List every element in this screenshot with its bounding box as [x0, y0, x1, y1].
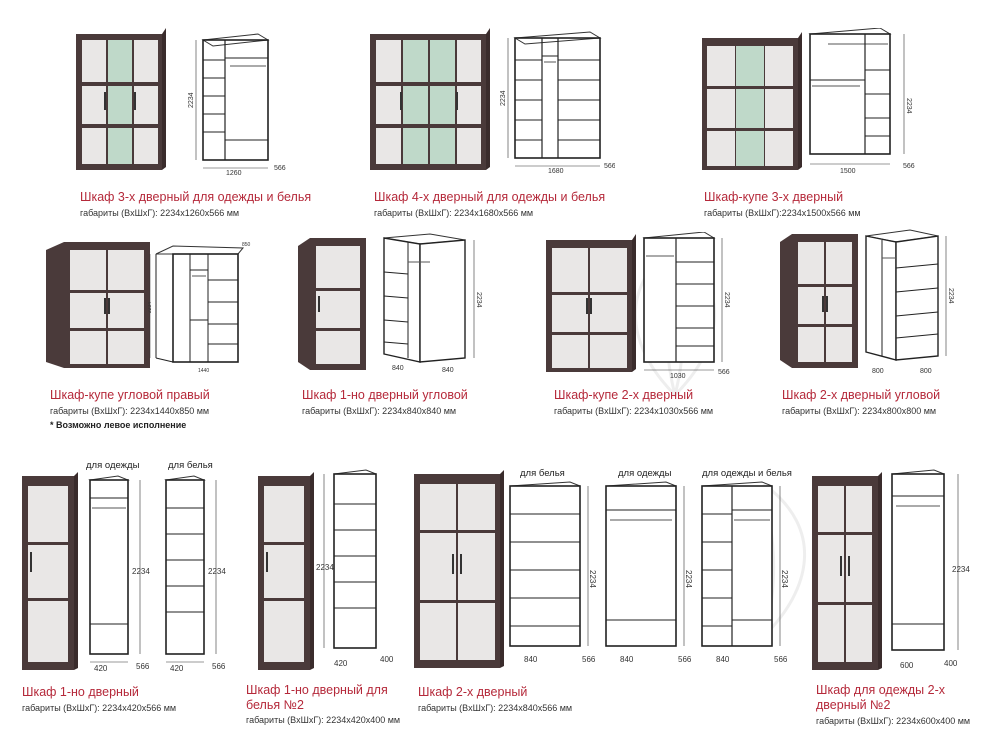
depth-label: 800 — [920, 368, 932, 375]
wardrobe-drawing: 2234 1260 566 — [188, 33, 286, 175]
width-label: 420 — [94, 664, 108, 673]
depth-label: 566 — [678, 655, 692, 664]
column-caption-linen: для белья — [520, 468, 565, 479]
wardrobe-drawing: 2234 1500 566 — [808, 28, 915, 175]
wardrobe-drawing: 2234 1440 850 — [148, 242, 251, 374]
wardrobe-photo — [812, 472, 882, 670]
item-title[interactable]: Шкаф 1-но дверный для белья №2 — [246, 683, 388, 712]
item-dimensions: габариты (ВхШхГ): 2234х840х566 мм — [418, 703, 573, 713]
wardrobe-photo — [702, 32, 802, 170]
height-label: 2234 — [188, 92, 195, 108]
column-caption-clothes: для одежды — [86, 460, 140, 471]
width-label: 1030 — [670, 373, 686, 380]
width-label: 1260 — [226, 170, 242, 175]
wardrobe-drawing: 2234 840 566 — [701, 481, 789, 664]
width-label: 1440 — [198, 368, 209, 374]
width-label: 1680 — [548, 168, 564, 175]
height-label: 2234 — [905, 98, 912, 114]
wardrobe-photo — [46, 242, 150, 368]
wardrobe-drawing: 2234 840 566 — [605, 481, 693, 664]
height-label: 2234 — [723, 292, 730, 308]
wardrobe-drawing: 2234 840 840 — [383, 233, 482, 374]
depth-label: 840 — [442, 367, 454, 374]
depth-label: 566 — [582, 655, 596, 664]
wardrobe-photo — [780, 234, 858, 368]
item-dimensions: габариты (ВхШхГ): 2234х600х400 мм — [816, 716, 971, 726]
height-label: 2234 — [500, 90, 507, 106]
wardrobe-drawing: 2234 420 566 — [164, 475, 226, 673]
depth-label: 400 — [944, 659, 958, 668]
width-label: 840 — [524, 655, 538, 664]
item-dimensions: габариты (ВхШхГ): 2234х1680х566 мм — [374, 208, 534, 218]
depth-label: 566 — [903, 163, 915, 170]
wardrobe-drawing: 2234 840 566 — [509, 481, 597, 664]
wardrobe-photo — [22, 472, 78, 670]
width-label: 1500 — [840, 168, 856, 175]
item-dimensions: габариты (ВхШхГ): 2234х420х566 мм — [22, 703, 177, 713]
column-caption-clothes: для одежды — [618, 468, 672, 479]
depth-label: 566 — [604, 163, 615, 170]
column-caption-clothes-and-linen: для одежды и белья — [702, 468, 792, 479]
wardrobe-drawing: 2234 800 800 — [865, 229, 954, 375]
wardrobe-photo — [298, 238, 366, 370]
mirror-option-note: * Возможно левое исполнение — [50, 420, 187, 430]
item-title[interactable]: Шкаф 2-х дверный — [418, 685, 528, 699]
depth-label: 566 — [718, 369, 730, 376]
column-caption-linen: для белья — [168, 460, 213, 471]
wardrobe-drawing: 2234 420 566 — [88, 475, 150, 673]
width-label: 840 — [620, 655, 634, 664]
item-dimensions: габариты (ВхШхГ): 2234х1030х566 мм — [554, 406, 714, 416]
width-label: 420 — [170, 664, 184, 673]
item-title[interactable]: Шкаф 1-но дверный угловой — [302, 388, 468, 402]
width-label: 840 — [392, 365, 404, 372]
item-title[interactable]: Шкаф-купе угловой правый — [50, 388, 210, 402]
item-title[interactable]: Шкаф для одежды 2-х дверный №2 — [816, 683, 945, 712]
height-label: 2234 — [588, 570, 597, 588]
item-title[interactable]: Шкаф 3-х дверный для одежды и белья — [80, 190, 312, 204]
item-title[interactable]: Шкаф 1-но дверный — [22, 685, 139, 699]
item-dimensions: габариты (ВхШхГ): 2234х420х400 мм — [246, 715, 401, 725]
wardrobe-photo — [76, 28, 166, 170]
wardrobe-drawing: 2234 1680 566 — [500, 31, 615, 175]
height-label: 2234 — [132, 567, 150, 576]
wardrobe-drawing: 2234 600 400 — [891, 469, 970, 670]
item-dimensions: габариты (ВхШхГ): 2234х1260х566 мм — [80, 208, 240, 218]
width-label: 840 — [716, 655, 730, 664]
item-dimensions: габариты (ВхШхГ): 2234х1440х850 мм — [50, 406, 210, 416]
height-label: 2234 — [148, 302, 153, 313]
depth-label: 566 — [136, 662, 150, 671]
height-label: 2234 — [208, 567, 226, 576]
item-dimensions: габариты (ВхШхГ): 2234х840х840 мм — [302, 406, 457, 416]
height-label: 2234 — [684, 570, 693, 588]
height-label: 2234 — [780, 570, 789, 588]
depth-label: 566 — [274, 165, 286, 172]
wardrobe-drawing: 2234 1030 566 — [642, 232, 730, 380]
depth-label: 566 — [212, 662, 226, 671]
width-label: 420 — [334, 659, 348, 668]
item-title[interactable]: Шкаф-купе 2-х дверный — [554, 388, 694, 402]
item-dimensions: габариты (ВхШхГ):2234х1500х566 мм — [704, 208, 861, 218]
height-label: 2234 — [316, 563, 334, 572]
width-label: 800 — [872, 368, 884, 375]
wardrobe-photo — [546, 234, 636, 372]
depth-label: 566 — [774, 655, 788, 664]
depth-label: 400 — [380, 655, 394, 664]
item-dimensions: габариты (ВхШхГ): 2234х800х800 мм — [782, 406, 937, 416]
item-title[interactable]: Шкаф 2-х дверный угловой — [782, 388, 941, 402]
item-title[interactable]: Шкаф 4-х дверный для одежды и белья — [374, 190, 606, 204]
height-label: 2234 — [475, 292, 482, 308]
wardrobe-photo — [258, 472, 314, 670]
height-label: 2234 — [952, 565, 970, 574]
item-title[interactable]: Шкаф-купе 3-х дверный — [704, 190, 844, 204]
wardrobe-photo — [370, 28, 490, 170]
depth-label: 850 — [242, 242, 251, 248]
wardrobe-photo — [414, 470, 504, 668]
width-label: 600 — [900, 661, 914, 670]
wardrobe-drawing: 2234 420 400 — [316, 469, 394, 668]
height-label: 2234 — [947, 288, 954, 304]
